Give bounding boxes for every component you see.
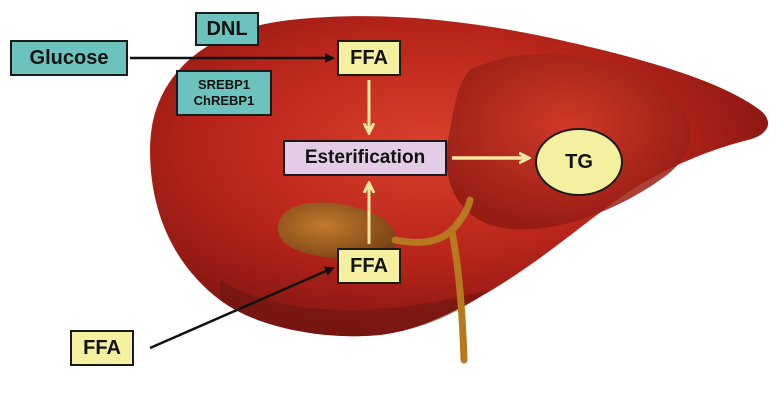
ffa-top-box: FFA <box>337 40 401 76</box>
dnl-box: DNL <box>195 12 259 46</box>
ffa-bottom-box: FFA <box>70 330 134 366</box>
ffa-middle-box: FFA <box>337 248 401 284</box>
watermark-text: www.daviddarling.info/images/fatty_liver… <box>360 376 700 392</box>
glucose-box: Glucose <box>10 40 128 76</box>
srebp1-label: SREBP1 <box>198 77 250 93</box>
transcription-factors-box: SREBP1 ChREBP1 <box>176 70 272 116</box>
tg-circle: TG <box>535 128 623 196</box>
esterification-box: Esterification <box>283 140 447 176</box>
chrebp1-label: ChREBP1 <box>194 93 255 109</box>
